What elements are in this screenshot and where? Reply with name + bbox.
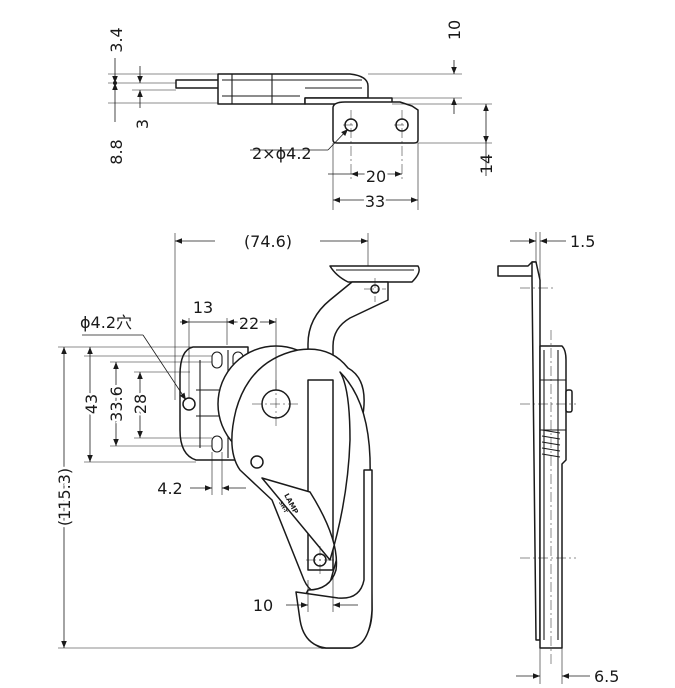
top-view-bracket [332,101,419,144]
dim-6-5: 6.5 [594,667,619,686]
dim-13: 13 [193,298,213,317]
front-view: LAMP SH-T (74.6) 13 22 ϕ4.2穴 [53,232,420,649]
top-view: 3.4 8.8 3 10 14 20 33 2× [107,20,496,214]
label-hole-4-2: ϕ4.2穴 [80,313,132,332]
label-2x-hole: 2×ϕ4.2 [252,144,312,163]
top-view-inner-lines [222,74,362,104]
dim-33: 33 [365,192,385,211]
dim-20: 20 [366,167,386,186]
side-body [539,345,567,649]
lamp-logo-sub: SH-T [277,500,288,514]
dim-115-3: (115.3) [55,468,74,526]
front-mounting-plate [329,265,420,283]
dim-28: 28 [131,394,150,414]
dim-10-top: 10 [445,20,464,40]
front-handle-outer [295,469,373,649]
dim-74-6: (74.6) [244,232,292,251]
dim-33-6: 33.6 [107,386,126,422]
side-bracket [497,261,537,277]
side-view: 1.5 6.5 [497,232,619,686]
dim-4-2: 4.2 [157,479,182,498]
top-view-shaft [175,79,225,89]
block-hole [182,397,196,411]
dim-8-8: 8.8 [107,139,126,164]
dim-43: 43 [82,394,101,414]
dim-10-bottom: 10 [253,596,273,615]
dim-3: 3 [133,119,152,129]
dim-3-4: 3.4 [107,27,126,52]
dim-1-5: 1.5 [570,232,595,251]
dim-14: 14 [477,154,496,174]
dim-22: 22 [239,314,259,333]
side-back-plate [531,261,541,641]
